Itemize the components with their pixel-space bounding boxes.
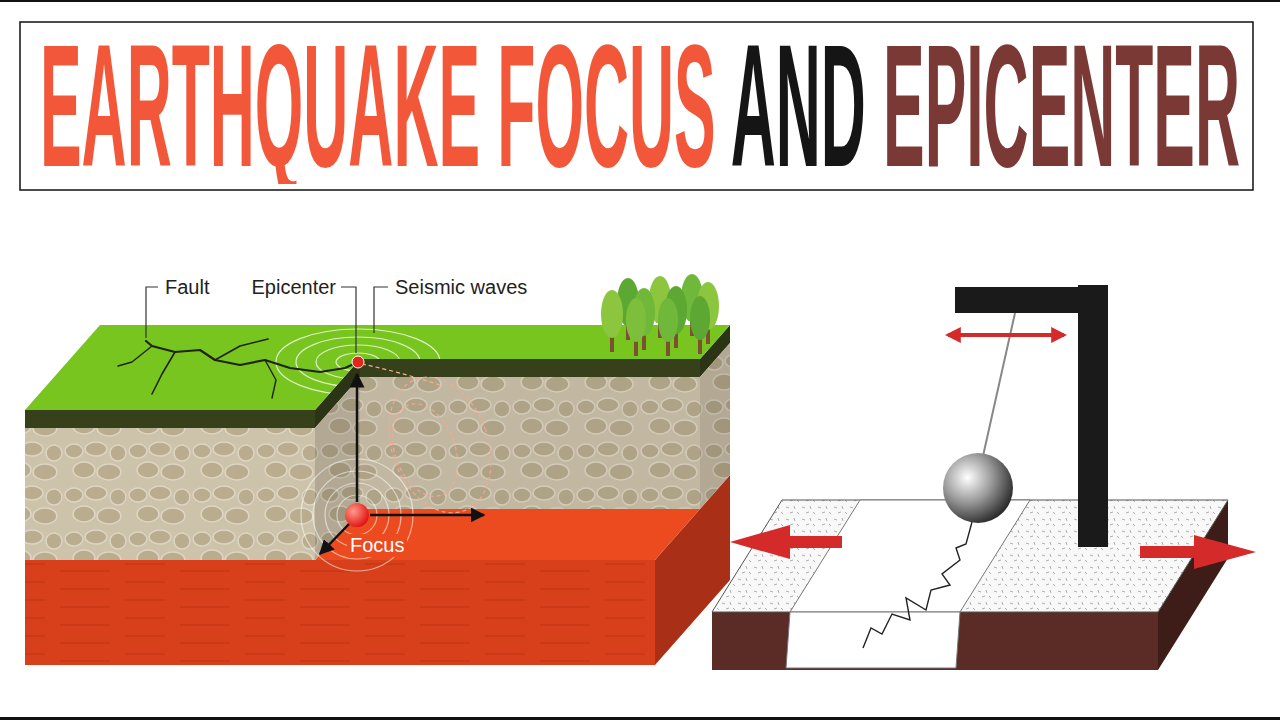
fault-crack — [265, 360, 276, 398]
soil-band — [25, 410, 315, 428]
seismic-wave-rings — [316, 345, 400, 379]
fault-crack — [146, 341, 356, 372]
fault-crack — [215, 339, 268, 360]
red-layer-top — [315, 509, 700, 560]
red-layer-front — [25, 560, 655, 665]
seismogram-trace — [863, 522, 972, 648]
pendulum-ball — [943, 453, 1013, 523]
leader-lines — [341, 287, 356, 353]
frame-line — [0, 717, 1280, 720]
seismograph — [712, 285, 1256, 670]
title-frame — [20, 22, 1253, 190]
tree — [658, 298, 678, 342]
direction-arrows — [356, 374, 359, 502]
direction-arrows — [320, 374, 484, 554]
earth-block — [25, 325, 730, 665]
title-heading: EARTHQUAKE FOCUS AND EPICENTER — [40, 36, 1240, 184]
tree — [626, 298, 646, 342]
tree — [601, 290, 623, 352]
epicenter-label: Epicenter — [249, 276, 340, 299]
focus-label: Focus — [347, 534, 407, 557]
stand-post — [1078, 285, 1108, 547]
rock-layer — [25, 428, 315, 560]
focus-dot — [345, 503, 369, 527]
tree — [690, 296, 710, 340]
tree — [601, 290, 623, 338]
shake-arrows — [1194, 535, 1256, 569]
fault-label: Fault — [162, 276, 212, 299]
underground-waves — [380, 395, 469, 506]
ground-surface — [25, 325, 730, 410]
trees — [601, 274, 719, 356]
frame-line — [0, 0, 1280, 2]
tree — [658, 298, 678, 356]
tree — [690, 296, 710, 354]
epicenter-dot — [352, 356, 364, 368]
fault-crack — [152, 352, 175, 394]
base-front — [712, 612, 1158, 670]
underground-waves — [362, 364, 440, 385]
soil-band — [360, 359, 700, 377]
direction-arrows — [320, 524, 349, 554]
rock-layer — [700, 343, 730, 509]
paper-strip — [786, 612, 960, 668]
shake-arrows — [786, 536, 842, 548]
stand-arm — [955, 287, 1105, 313]
fault-crack — [118, 339, 356, 398]
direction-arrows — [370, 514, 484, 517]
seismic-waves-label: Seismic waves — [392, 276, 530, 299]
swing-arrow — [948, 333, 1064, 337]
underground-waves — [362, 363, 509, 527]
underground-waves — [371, 363, 509, 527]
leader-lines — [374, 287, 388, 333]
shake-arrows — [730, 525, 1256, 569]
shake-arrows — [730, 525, 790, 559]
tree — [626, 298, 646, 356]
shake-arrows — [1140, 546, 1198, 558]
leader-lines — [146, 287, 158, 338]
rock-shade — [700, 343, 730, 509]
fault-crack — [118, 346, 152, 366]
